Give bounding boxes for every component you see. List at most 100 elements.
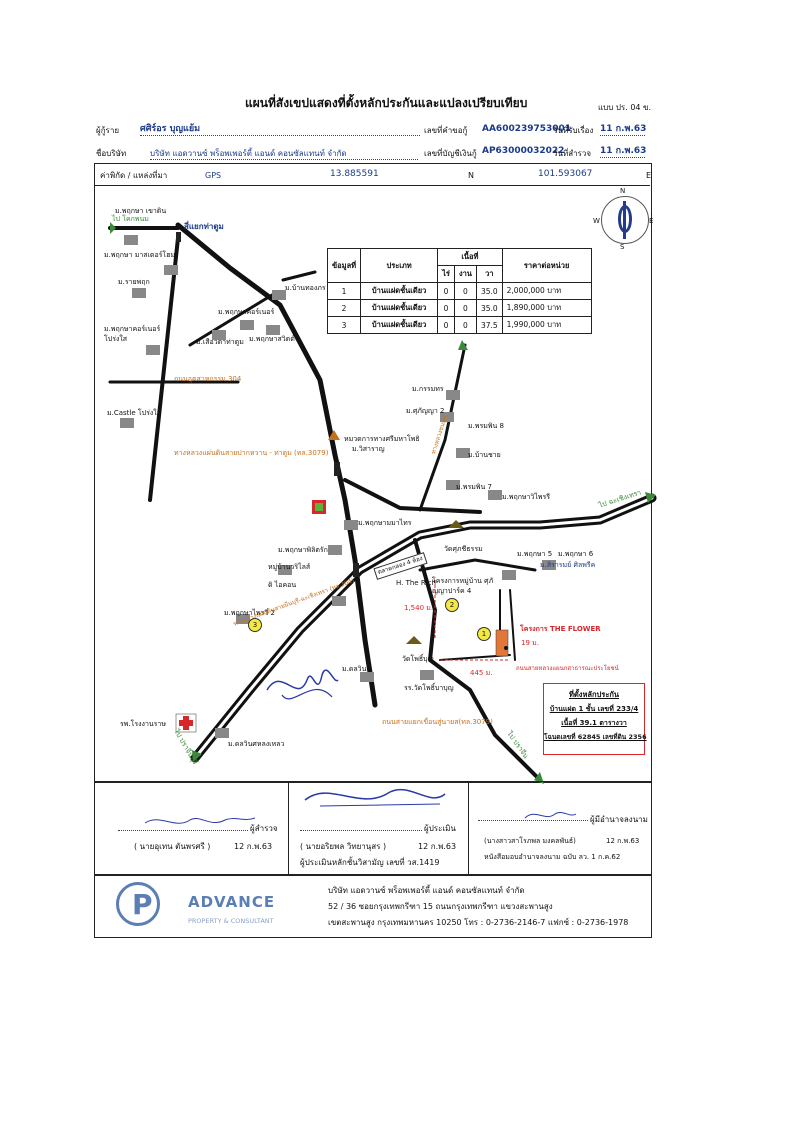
- col-header-no: ข้อมูลที่: [326, 248, 362, 283]
- surveyor-role: ผู้สำรวจ: [250, 824, 278, 833]
- road-local-4: [509, 589, 516, 661]
- location-line-2: เนื้อที่ 39.1 ตารางวา: [561, 719, 627, 727]
- location-title: ที่ตั้งหลักประกัน: [568, 690, 620, 699]
- map-label: โครงการ THE FLOWER: [520, 625, 601, 633]
- location-line-3: โฉนดเลขที่ 62845 เลขที่ดิน 2356: [544, 733, 647, 741]
- col-header-wa: วา: [475, 265, 503, 283]
- map-label: 445 ม.: [470, 669, 493, 677]
- signature-divider-1: [288, 781, 289, 874]
- table-row: 3 บ้านแฝดชั้นเดียว 0 0 37.5 1,990,000 บา…: [326, 316, 592, 334]
- latitude: 13.885591: [330, 169, 379, 179]
- location-line-1: บ้านแฝด 1 ชั้น เลขที่ 233/4: [549, 705, 639, 713]
- map-label: H. The Rich: [396, 579, 436, 587]
- map-label: วัดโพธิ์บุญ: [402, 655, 434, 663]
- longitude: 101.593067: [538, 169, 593, 179]
- table-row: 2 บ้านแฝดชั้นเดียว 0 0 35.0 1,890,000 บา…: [326, 299, 592, 317]
- request-no: AA600239753001: [482, 124, 572, 134]
- map-label: ไป โคกพนม: [112, 215, 149, 223]
- col-header-ngan: งาน: [453, 265, 477, 283]
- survey-date: 11 ก.พ.63: [600, 146, 647, 158]
- map-label: ม.พฤกษาไพรวี่ 2: [224, 609, 275, 617]
- map-label: ม.Castle โปร่งใส: [107, 409, 161, 417]
- map-label: ม.พฤกษาคอร์เนอร์ โปร่งใส: [104, 325, 161, 343]
- brand-name: ADVANCE: [188, 893, 276, 911]
- map-label: ม.พรมพิน 8: [468, 422, 504, 430]
- house-icons: [120, 235, 556, 738]
- brand-subtitle: PROPERTY & CONSULTANT: [188, 917, 274, 925]
- map-frame: [94, 163, 652, 783]
- office-icon: [328, 430, 340, 440]
- authority-date: 12 ก.พ.63: [606, 837, 640, 845]
- signature-scribble: [266, 669, 339, 700]
- hospital-cross-h: [179, 720, 193, 726]
- map-label: ม.วิสาราญ: [352, 445, 385, 453]
- authority-note: หนังสือมอบอำนาจลงนาม ฉบับ ลว. 1 ก.ค.62: [484, 853, 621, 861]
- col-header-price: ราคาต่อหน่วย: [501, 248, 592, 283]
- appraiser-role: ผู้ประเมิน: [424, 824, 456, 833]
- map-label: สี่แยกท่าตูม: [184, 222, 224, 231]
- map-label: ม.รายพฤก: [118, 278, 150, 286]
- map-label: ม.พฤกษาพิลิตรัก: [278, 546, 328, 554]
- target-pin: [504, 646, 508, 650]
- road-east-1: [343, 478, 482, 514]
- map-label: ม.พฤกษา 5: [517, 550, 553, 558]
- received-label: วันที่รับเรื่อง: [553, 126, 594, 135]
- coords-label: ค่าพิกัด / แหล่งที่มา: [100, 171, 168, 180]
- appraiser-name: ( นายอริยพล วิทยานุสร ): [300, 842, 387, 851]
- page-title: แผนที่สังเขปแสดงที่ตั้งหลักประกันและแปลง…: [245, 96, 528, 110]
- road-3079: [175, 222, 378, 708]
- company-label: ชื่อบริษัท: [96, 149, 127, 158]
- arrow-southwest: [192, 750, 202, 762]
- map-label: ถนนสายหลวงแผนกสาธารณะประโยชน์: [516, 665, 619, 672]
- longitude-unit: E: [646, 171, 652, 180]
- appraiser-license: ผู้ประเมินหลักชั้นวิสามัญ เลขที่ วส.1419: [300, 858, 440, 867]
- map-label: ม.ดลวินศหลงเหลว: [228, 740, 285, 748]
- logo-letter: P: [132, 888, 153, 921]
- map-label: ม.พฤกษาสวิตต์: [249, 335, 295, 343]
- road-local-1: [418, 558, 537, 572]
- map-label: วัดศุภชีธรรม: [444, 545, 483, 553]
- map-label: ม.พฤกษา 6: [558, 550, 594, 558]
- road-west-2: [148, 236, 180, 502]
- marker-3: 3: [248, 618, 262, 632]
- temple-icon-2: [406, 636, 422, 644]
- arrow-north: [458, 340, 468, 350]
- col-header-type: ประเภท: [360, 248, 439, 283]
- form-code: แบบ ปร. 04 ข.: [598, 103, 652, 112]
- road-west-4: [188, 293, 274, 347]
- road-west-5: [281, 270, 317, 282]
- authority-signature: [524, 811, 577, 819]
- compass-west: W: [593, 217, 600, 225]
- location-box: ที่ตั้งหลักประกัน บ้านแฝด 1 ชั้น เลขที่ …: [543, 683, 647, 755]
- surveyor-signature: [144, 817, 256, 824]
- map-label: ถนนสายแยกเขื่อนสู่นายส(ทล.3079): [382, 718, 493, 726]
- map-label: ม.ศุภัญญา 2: [406, 407, 445, 415]
- map-label: ม.กรรมทร: [412, 385, 444, 393]
- map-label: ม.พฤกษาวิไพรรี: [502, 493, 551, 501]
- map-label: รพ.โรงงานราษ: [120, 720, 166, 728]
- survey-label: วันที่สำรวจ: [553, 149, 592, 158]
- map-label: รร.วัดโพธิ์บาบุญ: [404, 684, 454, 692]
- arrow-east: [645, 492, 656, 503]
- footer-contact: เขตสะพานสูง กรุงเทพมหานคร 10250 โทร : 0-…: [328, 918, 629, 927]
- compass-icon: [601, 196, 649, 244]
- price-table: ข้อมูลที่ ประเภท เนื้อที่ ราคาต่อหน่วย ไ…: [326, 248, 592, 334]
- road-north-east: [418, 343, 467, 512]
- map-label: ทางหลวงแผ่นดินสายปากหวาน - ท่าตูม (ทล.30…: [174, 449, 329, 457]
- authority-name: (นางสาวสาโรภพล มงคลพันธ์): [484, 837, 576, 845]
- target-parcel: [495, 629, 509, 657]
- map-label: ม.พรมพิน 7: [456, 483, 492, 491]
- signature-frame: [94, 781, 652, 876]
- coords-divider: [94, 185, 650, 186]
- coords-source: GPS: [205, 171, 222, 180]
- arrow-west: [110, 222, 116, 234]
- map-label: ถนนอุตสาหกรรม 304: [174, 375, 242, 383]
- account-no: AP63000032022: [482, 146, 565, 156]
- col-header-area: เนื้อที่: [437, 248, 503, 266]
- compass-south: S: [620, 243, 625, 251]
- marker-2: 2: [445, 598, 459, 612]
- account-no-label: เลขที่บัญชีเงินกู้: [424, 149, 477, 158]
- footer: [94, 874, 652, 938]
- map-label: 1,540 ม.: [404, 604, 434, 612]
- map-label: 19 ม.: [521, 639, 539, 647]
